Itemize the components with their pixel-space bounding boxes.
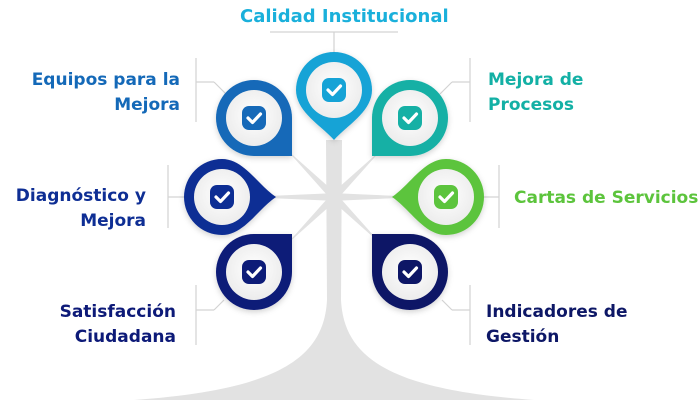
label-line: Indicadores de <box>486 302 628 322</box>
label-line: Equipos para la <box>31 70 180 90</box>
check-icon <box>434 185 458 209</box>
check-badge <box>398 106 422 130</box>
pin-satisfaccion-ciudadana <box>216 234 292 310</box>
check-badge <box>210 185 234 209</box>
label-mejora-de-procesos: Mejora de Procesos <box>488 68 583 118</box>
pin-mejora-de-procesos <box>372 80 448 156</box>
pins <box>184 52 484 310</box>
check-icon <box>322 78 346 102</box>
check-mark <box>246 112 263 125</box>
connector-line <box>439 81 453 95</box>
check-mark <box>438 191 455 204</box>
check-mark <box>326 84 343 97</box>
label-line: Ciudadana <box>74 327 176 347</box>
tree-trunk <box>134 137 534 400</box>
label-line: Mejora de <box>488 70 584 90</box>
label-line: Diagnóstico y <box>15 186 146 206</box>
check-icon <box>242 260 266 284</box>
label-diagnostico-y-mejora: Diagnóstico y Mejora <box>16 184 146 234</box>
check-mark <box>246 266 263 279</box>
label-line: Cartas de Servicios <box>514 188 699 208</box>
pin-diagnostico-y-mejora <box>184 159 276 235</box>
check-badge <box>242 106 266 130</box>
label-calidad-institucional: Calidad Institucional <box>240 4 449 29</box>
check-icon <box>210 185 234 209</box>
label-equipos-para-la-mejora: Equipos para la Mejora <box>32 68 180 118</box>
pin-calidad-institucional <box>296 52 372 140</box>
pin-cartas-de-servicios <box>392 159 484 235</box>
label-line: Calidad Institucional <box>240 6 449 27</box>
connector-lines <box>167 31 500 345</box>
label-cartas-de-servicios: Cartas de Servicios <box>514 186 698 211</box>
check-icon <box>398 260 422 284</box>
check-mark <box>214 191 231 204</box>
branch-star <box>246 137 422 257</box>
label-line: Mejora <box>80 211 146 231</box>
connector-line <box>213 81 227 95</box>
label-line: Gestión <box>486 327 560 347</box>
label-line: Procesos <box>488 95 575 115</box>
check-badge <box>398 260 422 284</box>
label-line: Mejora <box>114 95 180 115</box>
pin-equipos-para-la-mejora <box>216 80 292 156</box>
check-icon <box>398 106 422 130</box>
connector-line <box>441 299 453 311</box>
pin-indicadores-de-gestion <box>372 234 448 310</box>
connector-line <box>213 299 225 311</box>
check-badge <box>434 185 458 209</box>
label-line: Satisfacción <box>59 302 176 322</box>
check-badge <box>242 260 266 284</box>
trunk-shape <box>134 140 534 400</box>
check-mark <box>402 112 419 125</box>
label-indicadores-de-gestion: Indicadores de Gestión <box>486 300 627 350</box>
check-badge <box>322 78 346 102</box>
check-mark <box>402 266 419 279</box>
check-icon <box>242 106 266 130</box>
